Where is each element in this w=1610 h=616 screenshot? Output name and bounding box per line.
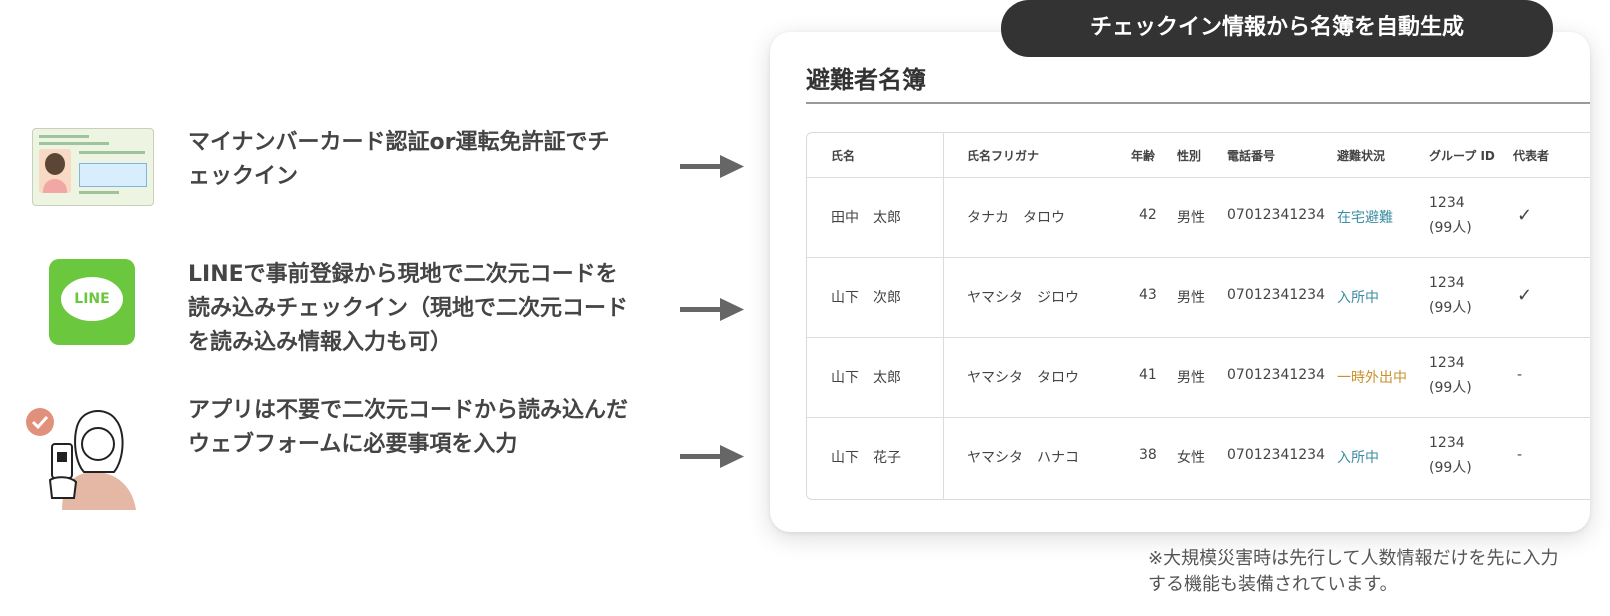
cell-group-size: (99人) xyxy=(1429,380,1472,396)
method-text-id-card: マイナンバーカード認証or運転免許証でチェックイン xyxy=(188,130,610,189)
cell-age: 41 xyxy=(1139,367,1157,383)
card-line xyxy=(39,135,89,138)
header-group-id: グループ ID xyxy=(1429,149,1495,163)
cell-status: 入所中 xyxy=(1337,450,1379,466)
card-portrait xyxy=(39,149,71,193)
header-status: 避難状況 xyxy=(1337,149,1386,163)
cell-name: 田中 太郎 xyxy=(831,210,901,226)
cell-age: 43 xyxy=(1139,287,1157,303)
card-field xyxy=(79,163,147,187)
card-line xyxy=(79,151,145,154)
cell-gender: 男性 xyxy=(1177,290,1205,306)
table-row[interactable]: 田中 太郎 タナカ タロウ 42 男性 07012341234 在宅避難 123… xyxy=(807,177,1590,258)
cell-kana: ヤマシタ タロウ xyxy=(967,370,1079,386)
line-app-icon: LINE xyxy=(49,259,135,345)
method-text-line: LINEで事前登録から現地で二次元コードを読み込みチェックイン（現地で二次元コー… xyxy=(188,262,629,355)
cell-status: 入所中 xyxy=(1337,290,1379,306)
header-representative: 代表者 xyxy=(1513,149,1550,163)
cell-gender: 男性 xyxy=(1177,370,1205,386)
cell-phone: 07012341234 xyxy=(1227,287,1325,303)
cell-group-id: 1234 xyxy=(1429,435,1465,451)
cell-name: 山下 花子 xyxy=(831,450,901,466)
cell-phone: 07012341234 xyxy=(1227,447,1325,463)
title-divider xyxy=(806,102,1590,104)
arrow-right-icon xyxy=(680,155,744,178)
header-age: 年齢 xyxy=(1131,149,1156,163)
auto-generate-badge: チェックイン情報から名簿を自動生成 xyxy=(1001,0,1553,57)
table-row[interactable]: 山下 花子 ヤマシタ ハナコ 38 女性 07012341234 入所中 123… xyxy=(807,417,1590,497)
cell-group-id: 1234 xyxy=(1429,195,1465,211)
cell-kana: ヤマシタ ハナコ xyxy=(967,450,1079,466)
person-with-phone-icon xyxy=(26,408,136,510)
cell-status: 在宅避難 xyxy=(1337,210,1393,226)
cell-representative: ✓ xyxy=(1517,205,1533,226)
cell-representative: - xyxy=(1517,447,1523,463)
cell-status: 一時外出中 xyxy=(1337,370,1407,386)
card-line xyxy=(79,191,119,194)
card-line xyxy=(39,142,109,145)
cell-kana: ヤマシタ ジロウ xyxy=(967,290,1079,306)
id-card-icon xyxy=(32,128,154,206)
cell-group-size: (99人) xyxy=(1429,460,1472,476)
cell-group-id: 1234 xyxy=(1429,355,1465,371)
cell-phone: 07012341234 xyxy=(1227,367,1325,383)
cell-representative: ✓ xyxy=(1517,285,1533,306)
header-gender: 性別 xyxy=(1177,149,1202,163)
header-phone: 電話番号 xyxy=(1227,149,1276,163)
method-text-webform: アプリは不要で二次元コードから読み込んだウェブフォームに必要事項を入力 xyxy=(188,398,629,457)
arrow-right-icon xyxy=(680,445,744,468)
cell-gender: 男性 xyxy=(1177,210,1205,226)
roster-table: 氏名 氏名フリガナ 年齢 性別 電話番号 避難状況 グループ ID 代表者 田中… xyxy=(806,132,1590,500)
footnote: ※大規模災害時は先行して人数情報だけを先に入力する機能も装備されています。 xyxy=(1148,548,1559,595)
table-row[interactable]: 山下 太郎 ヤマシタ タロウ 41 男性 07012341234 一時外出中 1… xyxy=(807,337,1590,418)
cell-phone: 07012341234 xyxy=(1227,207,1325,223)
cell-age: 42 xyxy=(1139,207,1157,223)
cell-name: 山下 太郎 xyxy=(831,370,901,386)
table-row[interactable]: 山下 次郎 ヤマシタ ジロウ 43 男性 07012341234 入所中 123… xyxy=(807,257,1590,338)
header-name: 氏名 xyxy=(831,149,856,163)
cell-representative: - xyxy=(1517,367,1523,383)
cell-kana: タナカ タロウ xyxy=(967,210,1065,226)
cell-name: 山下 次郎 xyxy=(831,290,901,306)
header-kana: 氏名フリガナ xyxy=(967,149,1040,163)
cell-age: 38 xyxy=(1139,447,1157,463)
cell-group-size: (99人) xyxy=(1429,300,1472,316)
cell-group-size: (99人) xyxy=(1429,220,1472,236)
arrow-right-icon xyxy=(680,298,744,321)
cell-group-id: 1234 xyxy=(1429,275,1465,291)
column-divider xyxy=(943,133,944,499)
roster-title: 避難者名簿 xyxy=(806,66,926,94)
roster-panel: 避難者名簿 氏名 氏名フリガナ 年齢 性別 電話番号 避難状況 グループ ID … xyxy=(770,32,1590,532)
cell-gender: 女性 xyxy=(1177,450,1205,466)
line-icon-label: LINE xyxy=(61,277,123,321)
table-header-row: 氏名 氏名フリガナ 年齢 性別 電話番号 避難状況 グループ ID 代表者 xyxy=(807,133,1590,178)
